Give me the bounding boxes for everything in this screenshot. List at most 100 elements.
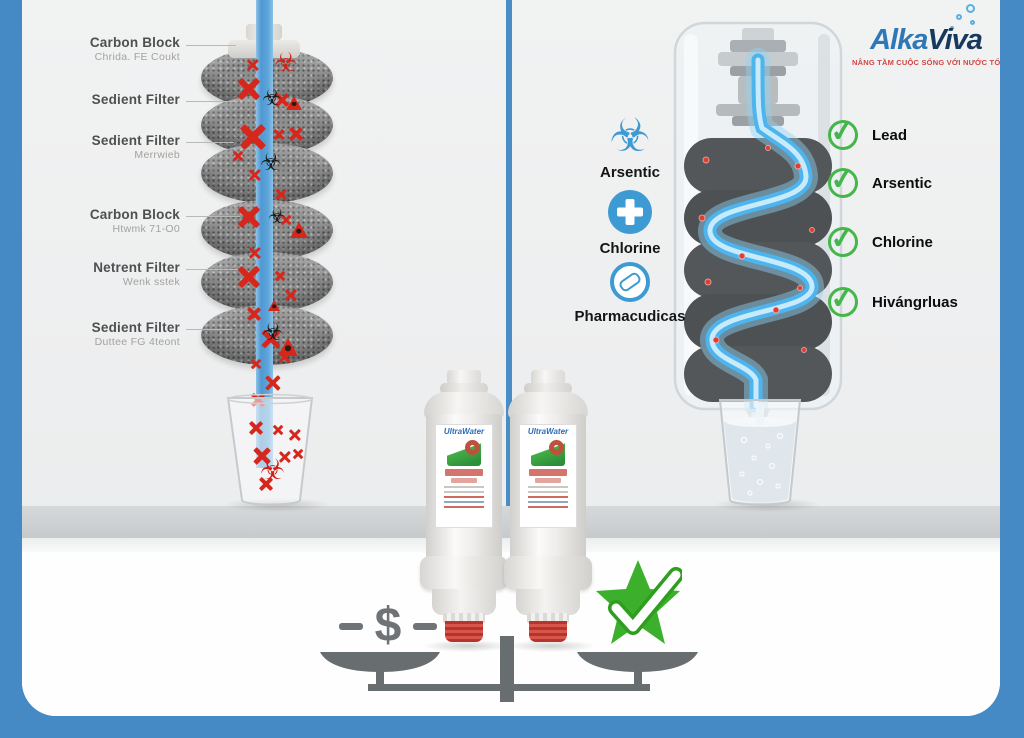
filter-label-subtitle: Merrwieb (134, 149, 180, 161)
removed-label: Hivángrluas (872, 293, 958, 311)
filter-label-title: Sedient Filter (91, 92, 180, 107)
cartridge-ring (504, 556, 592, 590)
biohazard-icon: ☣ (260, 148, 282, 176)
x-mark-icon (248, 420, 264, 436)
cartridge-ring (420, 556, 508, 590)
cartridge-cap (447, 370, 481, 385)
x-mark-icon (246, 58, 260, 72)
filter-label-subtitle: Chrida. FE Coukt (94, 51, 180, 63)
contaminant-label: Arsentic (599, 164, 661, 181)
cartridge-red-fitting (529, 621, 567, 642)
label-red-text-bar (529, 468, 567, 476)
dash-icon (413, 622, 438, 630)
cartridge-cap-ring (440, 383, 488, 394)
leader-line (186, 101, 238, 102)
label-red-text-bar (535, 477, 561, 483)
x-mark-icon (232, 150, 244, 162)
cartridge-shadow (422, 640, 512, 652)
cartridge-brand-text: UltraWater (527, 427, 569, 436)
filter-label: Sedient Filter Duttee FG 4teont (30, 320, 180, 348)
x-mark-icon (274, 270, 286, 282)
label-fine-print-bar (528, 485, 568, 488)
x-mark-icon (248, 246, 262, 260)
filter-label: Netrent Filter Wenk sstek (30, 260, 180, 288)
label-fine-print-bar (528, 495, 568, 498)
bubble-icon (950, 26, 954, 30)
cartridge-label: UltraWater (435, 424, 493, 528)
replacement-cartridge: UltraWater (420, 370, 508, 642)
pharmaceuticals-icon (610, 262, 650, 302)
bubble-icon (956, 14, 962, 20)
cartridge-label-art (531, 439, 565, 466)
removed-item: ✓ Chlorine (826, 221, 933, 259)
logo-part-alka: Alka (870, 24, 928, 56)
cartridge-lower-body (432, 589, 496, 615)
label-fine-print-bar (528, 505, 568, 508)
x-mark-icon (274, 188, 287, 201)
label-fine-print-bar (444, 505, 484, 508)
biohazard-icon: ☣ (609, 108, 651, 162)
x-mark-icon (236, 264, 262, 290)
filter-label: Carbon Block Chrida. FE Coukt (30, 35, 180, 63)
leader-line (186, 269, 238, 270)
filter-label-title: Sedient Filter (91, 320, 180, 335)
removed-label: Lead (872, 126, 908, 144)
content-area: Carbon Block Chrida. FE Coukt Sedient Fi… (22, 0, 1000, 716)
biohazard-icon: ☣ (268, 204, 286, 228)
x-mark-icon (284, 288, 298, 302)
cartridge-shadow (506, 640, 596, 652)
cartridge-cap-ring (524, 383, 572, 394)
contaminant-label: Chlorine (599, 240, 661, 257)
cartridge-neck (443, 613, 485, 623)
star-check-icon (596, 560, 682, 644)
biohazard-icon: ☣ (262, 318, 284, 346)
replacement-cartridge: UltraWater (504, 370, 592, 642)
dash-icon (338, 622, 363, 630)
removed-label: Arsentic (872, 174, 933, 192)
check-circle-icon: ✓ (826, 221, 860, 259)
balance-scale (320, 636, 698, 702)
leader-line (186, 216, 240, 217)
logo-tagline: NÂNG TẦM CUỘC SỐNG VỚI NƯỚC TỐT (852, 58, 1000, 67)
cartridge-shoulder (508, 392, 588, 418)
cartridge-lower-body (516, 589, 580, 615)
x-mark-icon (246, 306, 262, 322)
removed-label: Chlorine (872, 233, 933, 251)
check-glyph: ✓ (828, 220, 857, 257)
removed-item: ✓ Arsentic (826, 162, 933, 200)
cartridge-red-fitting (445, 621, 483, 642)
leader-line (186, 142, 234, 143)
bubble-icon (970, 20, 975, 25)
contaminant-label: Pharmacudicas (574, 308, 686, 325)
filter-label-title: Netrent Filter (93, 260, 180, 275)
filter-label: Carbon Block Htwmk 71-O0 (30, 207, 180, 235)
removed-item: ✓ Hivángrluas (826, 281, 958, 319)
label-fine-print-bar (444, 490, 484, 493)
logo-wordmark: AlkaViva (852, 26, 1000, 55)
label-fine-print-bar (528, 490, 568, 493)
chlorine-icon (608, 190, 652, 234)
label-fine-print-bar (444, 500, 484, 503)
biohazard-icon: ☣ (262, 86, 282, 111)
biohazard-icon: ☣ (274, 48, 298, 78)
x-mark-icon (272, 424, 284, 436)
alkaviva-logo: AlkaViva NÂNG TẦM CUỘC SỐNG VỚI NƯỚC TỐT (852, 26, 1000, 68)
panel-divider (506, 0, 512, 506)
label-fine-print-bar (444, 495, 484, 498)
check-glyph: ✓ (828, 113, 857, 150)
label-fine-print-bar (528, 500, 568, 503)
check-circle-icon: ✓ (826, 114, 860, 152)
label-red-text-bar (445, 468, 483, 476)
leader-line (186, 45, 236, 46)
x-mark-icon (272, 128, 285, 141)
cartridge-label: UltraWater (519, 424, 577, 528)
contaminant-item: Chlorine (560, 190, 700, 257)
filter-label: Sedient Filter Merrwieb (30, 133, 180, 161)
alkaviva-filter-cylinder (673, 21, 843, 424)
radiation-warning-icon (268, 300, 280, 311)
x-mark-icon (250, 358, 262, 370)
x-mark-icon (288, 428, 302, 442)
dollar-sign: $ (374, 599, 402, 652)
filter-label-title: Carbon Block (89, 35, 180, 50)
